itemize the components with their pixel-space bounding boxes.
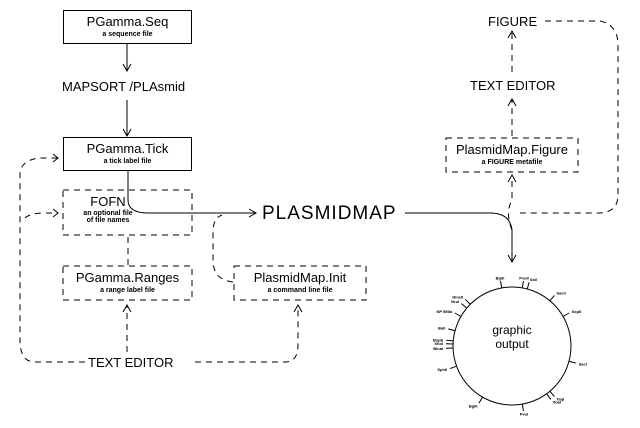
site-tick: [549, 295, 555, 302]
graphic-output-line1: graphic: [492, 323, 532, 337]
site-tick: [449, 365, 457, 370]
site-label: Sall: [530, 277, 537, 282]
site-label: HincII: [452, 295, 463, 300]
tick-file-subtitle: a tick label file: [103, 158, 152, 165]
site-tick: [521, 404, 524, 412]
site-label: XhoI: [434, 341, 443, 346]
site-tick: [568, 360, 576, 364]
arrowhead: [507, 29, 517, 39]
site-label: SacII: [556, 291, 565, 296]
site-label: SphII: [437, 367, 447, 372]
dashed-editor-to-fofn: [24, 212, 58, 219]
site-label: SacI: [579, 361, 587, 366]
arrowhead: [507, 254, 517, 264]
arrowhead: [122, 128, 132, 138]
site-tick: [526, 282, 530, 290]
site-tick: [521, 280, 524, 288]
site-label: TaqI: [556, 396, 564, 401]
ranges-file-title: PGamma.Ranges: [75, 270, 180, 285]
seq-file-box[interactable]: PGamma.Seq a sequence file: [63, 10, 192, 44]
site-tick: [446, 339, 454, 342]
site-tick: [461, 303, 468, 309]
arrowhead: [248, 208, 258, 218]
figure-file-box-border: [445, 137, 579, 173]
seq-file-title: PGamma.Seq: [86, 14, 169, 29]
site-label: SspII: [572, 309, 582, 314]
site-tick: [464, 298, 471, 305]
arrowhead: [52, 208, 59, 218]
init-box-border: [233, 265, 367, 301]
site-tick: [562, 312, 570, 317]
fofn-subtitle-1: an optional file: [83, 210, 133, 217]
arrowhead: [52, 153, 59, 163]
mapsort-label: MAPSORT /PLAsmid: [62, 79, 186, 94]
site-label: XbaI: [553, 399, 561, 404]
tick-file-title: PGamma.Tick: [86, 141, 169, 156]
site-tick: [549, 390, 555, 397]
init-file-title: PlasmidMap.Init: [253, 270, 347, 285]
site-label: BspE: [433, 337, 444, 342]
site-label: BglII: [469, 403, 478, 408]
ranges-box-border: [62, 265, 193, 301]
figure-file-box[interactable]: PlasmidMap.Figure a FIGURE metafile: [446, 138, 578, 172]
dashed-init-to-plasmidmap: [212, 214, 234, 283]
site-tick: [546, 393, 552, 400]
init-file-subtitle: a command line file: [267, 287, 333, 294]
site-label: BalI: [438, 326, 445, 331]
ranges-file-box[interactable]: PGamma.Ranges a range label file: [63, 266, 192, 300]
arrowhead: [293, 303, 303, 313]
graphic-output-label: graphic output: [487, 324, 537, 350]
figure-file-title: PlasmidMap.Figure: [456, 142, 568, 157]
text-editor-left-label: TEXT EDITOR: [88, 355, 174, 370]
figure-label: FIGURE: [488, 14, 538, 29]
dashed-editor-to-init: [195, 306, 299, 363]
site-label: BlnaI: [433, 346, 443, 351]
arrowhead: [507, 97, 517, 107]
site-tick: [478, 396, 483, 404]
figure-file-subtitle: a FIGURE metafile: [481, 159, 543, 166]
arrow-tick-to-plasmidmap: [127, 170, 256, 214]
dashed-editor-to-tick: [19, 157, 85, 363]
arrowhead: [122, 303, 132, 313]
tick-file-box[interactable]: PGamma.Tick a tick label file: [63, 137, 192, 171]
plasmidmap-label: PLASMIDMAP: [262, 203, 397, 224]
site-tick: [448, 328, 456, 332]
ranges-file-subtitle: a range label file: [100, 287, 155, 294]
arrowhead: [122, 63, 132, 73]
init-file-box[interactable]: PlasmidMap.Init a command line file: [234, 266, 366, 300]
output-circle: [452, 286, 572, 406]
arrowhead: [507, 173, 517, 183]
fofn-title: FOFN: [90, 194, 126, 209]
site-label: NP BNIa: [437, 309, 453, 314]
site-tick: [500, 280, 503, 288]
site-label: PvuI: [520, 411, 528, 416]
circle-ticks: [446, 280, 576, 412]
text-editor-right-label: TEXT EDITOR: [470, 78, 556, 93]
fofn-subtitle-2: of file names: [86, 217, 130, 224]
site-label: PvuII: [519, 276, 529, 281]
seq-file-subtitle: a sequence file: [102, 31, 153, 38]
graphic-output-line2: output: [495, 337, 529, 351]
dashed-output-to-figure-file: [508, 176, 513, 231]
site-tick: [454, 312, 462, 317]
arrow-plasmidmap-to-output: [405, 212, 513, 262]
site-label: NruI: [451, 299, 459, 304]
site-label: BglII: [496, 276, 505, 281]
fofn-box[interactable]: FOFN an optional file of file names: [63, 190, 153, 235]
dashed-figure-loop: [520, 20, 619, 214]
